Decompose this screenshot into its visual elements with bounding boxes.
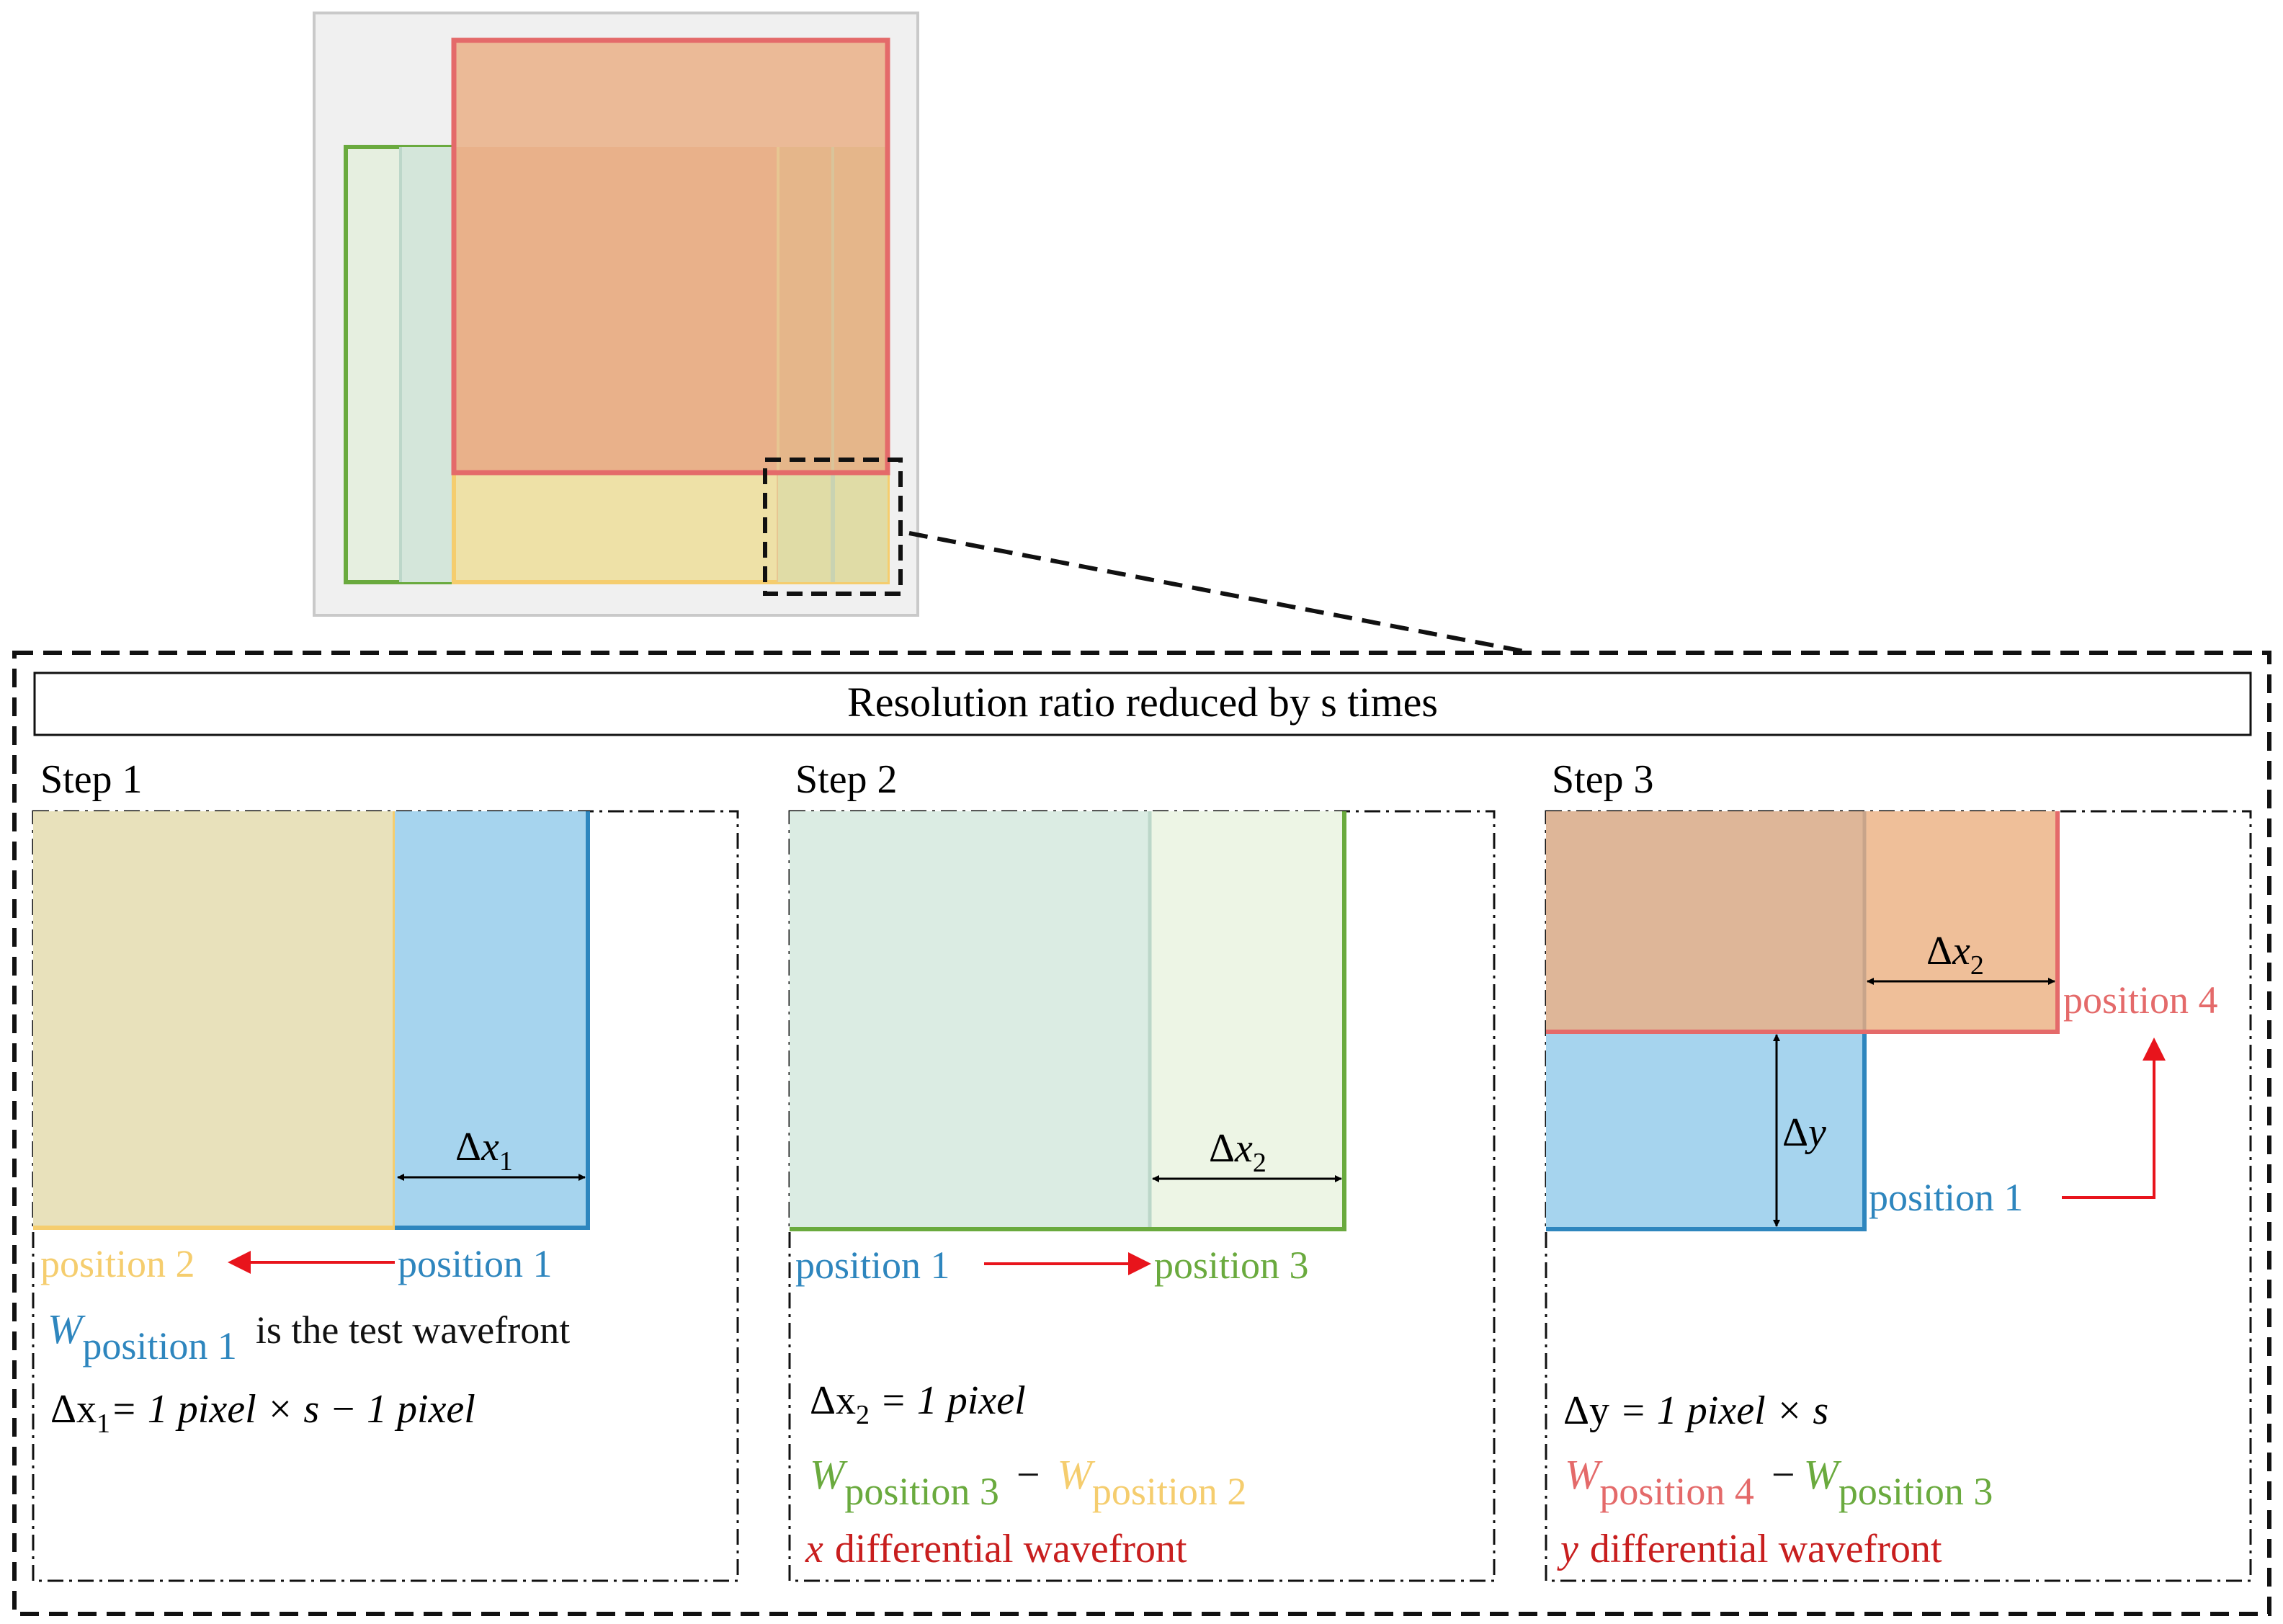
step-2-green-wavefront [1150,811,1344,1229]
overview-panel [313,12,1532,655]
step-2-overlap-wavefront [790,811,1150,1229]
step-1-position-2-label: position 2 [40,1242,195,1285]
step-1-blue-wavefront [395,811,588,1228]
step-3-red-arrow-line [2062,1061,2155,1199]
step-2-red-arrow-head [1128,1252,1151,1275]
overview-green-overlap [401,147,454,582]
zoom-connector-line [908,531,1532,655]
step-3-panel: Step 3 Δx2 Δy position 4 position 1 Δy =… [1545,757,2252,1582]
step-3-equation: Δy = 1 pixel × s [1563,1388,1828,1433]
step-1-yellow-wavefront [33,811,395,1228]
step-2-dx2-label: Δx2 [1209,1126,1266,1178]
step-3-overlap-wavefront [1546,811,1864,1032]
step-3-position-1-label: position 1 [1869,1176,2024,1219]
step-3-difference: Wposition 4−Wposition 3 [1565,1451,1993,1513]
step-3-red-arrow-head [2143,1038,2166,1061]
step-3-blue-edge [1546,1032,1867,1231]
step-3-salmon-edge [1546,811,2060,1034]
step-2-title: Step 2 [795,757,898,802]
banner-box [33,672,2252,736]
step-2-position-3-label: position 3 [1154,1244,1309,1287]
step-1-blue-edge [395,811,590,1230]
overview-salmon-outline [451,37,890,476]
zoom-detail-frame [12,651,2271,1616]
step-3-title: Step 3 [1552,757,1654,802]
step-1-equation: Δx1= 1 pixel × s − 1 pixel [50,1387,475,1439]
step-2-difference: Wposition 3−Wposition 2 [810,1451,1246,1513]
step-2-green-edge [790,811,1346,1231]
step-3-dy-label: Δy [1782,1110,1826,1155]
step-2-position-1-label: position 1 [795,1244,950,1287]
step-2-panel: Step 2 Δx2 position 1 position 3 Δx2 = 1… [788,757,1496,1582]
zoom-region-box [763,458,903,596]
step-3-salmon-wavefront [1864,811,2058,1032]
step-1-dx1-label: Δx1 [455,1125,513,1177]
step-1-red-arrow-head [228,1251,251,1274]
step-3-blue-wavefront [1546,1032,1864,1229]
step-1-panel: Step 1 Δx1 position 2 position 1 Wpositi… [32,757,739,1582]
banner-title: Resolution ratio reduced by s times [847,679,1438,726]
step-1-position-1-label: position 1 [398,1242,553,1285]
step-1-title: Step 1 [40,757,143,802]
step-2-equation: Δx2 = 1 pixel [810,1378,1026,1430]
step-3-position-4-label: position 4 [2063,978,2218,1022]
step-3-dx2-label: Δx2 [1926,929,1984,981]
